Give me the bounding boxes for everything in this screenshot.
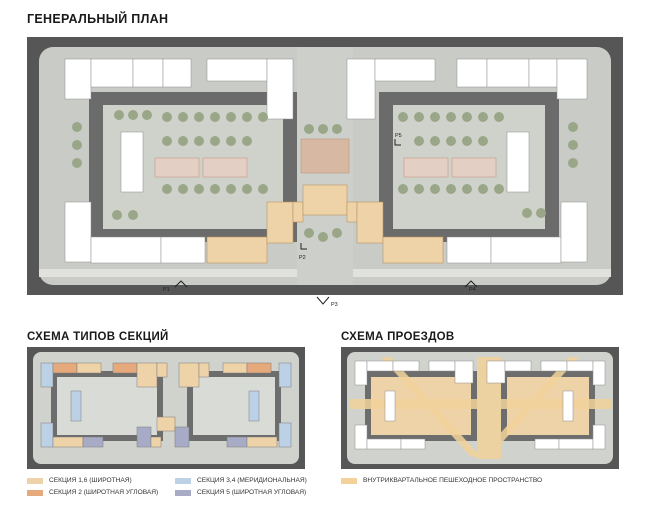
building <box>446 236 492 264</box>
marker-p1-label: P1 <box>163 287 170 293</box>
building <box>206 236 268 264</box>
building <box>64 58 92 100</box>
legend-swatch <box>27 489 43 496</box>
legend-label: ВНУТРИКВАРТАЛЬНОЕ ПЕШЕХОДНОЕ ПРОСТРАНСТВ… <box>363 477 543 484</box>
building <box>90 58 134 88</box>
building <box>132 58 164 88</box>
marker-p4-label: P4 <box>469 287 476 293</box>
building <box>346 201 358 223</box>
driveways-title: СХЕМА ПРОЕЗДОВ <box>341 331 455 343</box>
trees <box>72 110 578 242</box>
legend-section-5: СЕКЦИЯ 5 (ШИРОТНАЯ УГЛОВАЯ) <box>175 489 306 496</box>
building <box>64 201 92 263</box>
building <box>266 201 294 244</box>
marker-p2-label: P2 <box>299 255 306 261</box>
legend-section-3-4: СЕКЦИЯ 3,4 (МЕРИДИОНАЛЬНАЯ) <box>175 477 307 484</box>
marker-p3-outside: P3 <box>316 296 338 308</box>
master-plan-title: ГЕНЕРАЛЬНЫЙ ПЛАН <box>27 12 169 26</box>
section-types-diagram <box>27 347 305 469</box>
legend-pedestrian-space: ВНУТРИКВАРТАЛЬНОЕ ПЕШЕХОДНОЕ ПРОСТРАНСТВ… <box>341 477 542 484</box>
building <box>490 236 562 264</box>
marker-p5-label: P5 <box>395 133 402 139</box>
buildings <box>64 58 588 264</box>
legend-label: СЕКЦИЯ 1,6 (ШИРОТНАЯ) <box>49 477 132 484</box>
marker-p5 <box>394 139 401 146</box>
marker-p2 <box>300 243 307 250</box>
building <box>162 58 192 88</box>
building <box>528 58 558 88</box>
legend-swatch <box>175 477 191 484</box>
play-area <box>202 157 248 178</box>
play-area <box>154 157 200 178</box>
building <box>374 58 436 82</box>
building <box>90 236 162 264</box>
master-plan: P1 P2 P4 P5 <box>27 37 623 295</box>
building <box>356 201 384 244</box>
marker-p1 <box>174 280 188 288</box>
marker-p4 <box>464 280 478 288</box>
highlighted-buildings <box>206 184 444 264</box>
play-area <box>451 157 497 178</box>
legend-label: СЕКЦИЯ 5 (ШИРОТНАЯ УГЛОВАЯ) <box>197 489 307 496</box>
building <box>160 236 206 264</box>
building <box>302 184 348 216</box>
legend-swatch <box>341 477 357 484</box>
driveways-diagram <box>341 347 619 469</box>
building <box>382 236 444 264</box>
central-square <box>300 138 350 174</box>
legend-section-1-6: СЕКЦИЯ 1,6 (ШИРОТНАЯ) <box>27 477 132 484</box>
legend-swatch <box>27 477 43 484</box>
legend-swatch <box>175 489 191 496</box>
building <box>206 58 268 82</box>
viewpoint-markers <box>174 139 478 288</box>
building <box>120 131 144 193</box>
play-area <box>403 157 449 178</box>
building <box>560 201 588 263</box>
marker-p3-label: P3 <box>331 302 338 308</box>
building <box>486 58 530 88</box>
building <box>346 58 376 120</box>
legend-label: СЕКЦИЯ 2 (ШИРОТНАЯ УГЛОВАЯ) <box>49 489 159 496</box>
building <box>506 131 530 193</box>
building <box>456 58 488 88</box>
building <box>266 58 294 120</box>
pedestrian-space <box>349 357 611 459</box>
legend-label: СЕКЦИЯ 3,4 (МЕРИДИОНАЛЬНАЯ) <box>197 477 307 484</box>
section-types-title: СХЕМА ТИПОВ СЕКЦИЙ <box>27 331 169 343</box>
legend-section-2: СЕКЦИЯ 2 (ШИРОТНАЯ УГЛОВАЯ) <box>27 489 158 496</box>
building <box>556 58 588 100</box>
building <box>292 201 304 223</box>
